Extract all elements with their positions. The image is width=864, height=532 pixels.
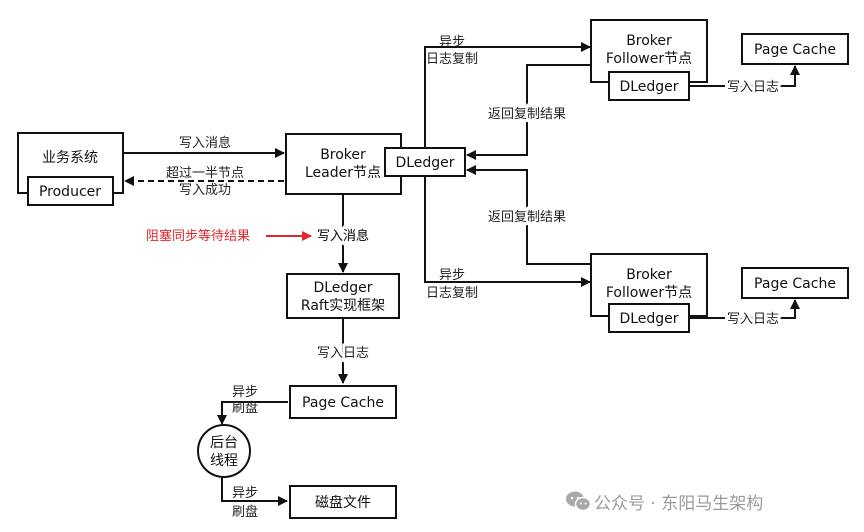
thread-to-disk-arrow <box>221 477 288 506</box>
return-result-1-arrow <box>466 64 608 160</box>
biz-system-label: 业务系统 <box>42 150 98 166</box>
write-log-f1-bg: 写入日志 <box>727 80 779 95</box>
dledger-follower-1-node: DLedger <box>608 71 690 101</box>
return-result-1-bg: 返回复制结果 <box>488 107 566 122</box>
async-flush-2-line2: 刷盘 <box>232 504 258 520</box>
watermark-text: 公众号 · 东阳马生架构 <box>594 494 763 514</box>
dledger-raft-line2: Raft实现框架 <box>301 298 385 314</box>
async-repl-2-line2: 日志复制 <box>426 286 478 301</box>
backend-thread-line1: 后台 <box>210 435 238 451</box>
async-repl-1-line1: 异步 <box>439 35 465 50</box>
broker-leader-line2: Leader节点 <box>305 165 381 181</box>
async-flush-1-line2: 刷盘 <box>232 400 258 416</box>
disk-file-node: 磁盘文件 <box>289 485 397 519</box>
disk-file-label: 磁盘文件 <box>315 494 371 511</box>
broker-follower-2-line1: Broker <box>626 267 672 283</box>
dledger-raft-line1: DLedger <box>313 280 372 296</box>
page-cache-follower-1-node: Page Cache <box>741 33 849 65</box>
dledger-leader-node: DLedger <box>384 147 466 177</box>
half-success-line2: 写入成功 <box>179 183 231 198</box>
producer-label: Producer <box>39 184 101 200</box>
return-result-2-bg: 返回复制结果 <box>488 210 566 225</box>
dledger-follower-2-node: DLedger <box>608 303 690 333</box>
backend-thread-line2: 线程 <box>210 453 238 469</box>
write-msg-mid-label: 写入消息 <box>317 228 369 244</box>
broker-leader-line1: Broker <box>320 147 366 163</box>
producer-node: Producer <box>27 176 114 206</box>
page-cache-follower-1-label: Page Cache <box>754 42 836 58</box>
page-cache-follower-2-label: Page Cache <box>754 276 836 292</box>
write-log-main-bg: 写入日志 <box>317 346 369 361</box>
broker-follower-1-line2: Follower节点 <box>606 51 692 67</box>
return-result-2-arrow <box>466 165 590 265</box>
block-sync-label: 阻塞同步等待结果 <box>146 228 250 244</box>
broker-follower-1-line1: Broker <box>626 33 672 49</box>
wechat-icon <box>566 491 592 512</box>
half-success-line1: 超过一半节点 <box>166 166 244 181</box>
broker-follower-2-line2: Follower节点 <box>606 285 692 301</box>
backend-thread-node: 后台 线程 <box>197 424 251 478</box>
broker-leader-node: Broker Leader节点 <box>285 133 402 195</box>
dledger-follower-1-label: DLedger <box>619 79 678 95</box>
dledger-leader-label: DLedger <box>395 155 454 171</box>
async-repl-1-line2: 日志复制 <box>426 52 478 67</box>
dledger-raft-node: DLedger Raft实现框架 <box>286 273 400 319</box>
page-cache-leader-node: Page Cache <box>289 385 397 419</box>
page-cache-follower-2-node: Page Cache <box>741 267 849 299</box>
async-flush-1-line1: 异步 <box>232 385 258 400</box>
write-msg-mid-text: 写入消息 <box>317 228 369 244</box>
follower-1-write-log-arrow <box>689 65 800 87</box>
write-msg-top-label: 写入消息 <box>179 135 231 151</box>
page-cache-leader-label: Page Cache <box>302 395 384 411</box>
async-repl-1-arrow <box>424 42 591 148</box>
watermark: 公众号 · 东阳马生架构 <box>566 491 763 514</box>
dledger-follower-2-label: DLedger <box>619 311 678 327</box>
async-repl-2-arrow <box>424 176 591 287</box>
cache-to-thread-arrow <box>217 401 288 425</box>
async-repl-2-line1: 异步 <box>439 268 465 283</box>
async-flush-2-line1: 异步 <box>232 486 258 501</box>
write-log-f2-bg: 写入日志 <box>727 312 779 327</box>
follower-2-write-log-arrow <box>689 299 800 319</box>
